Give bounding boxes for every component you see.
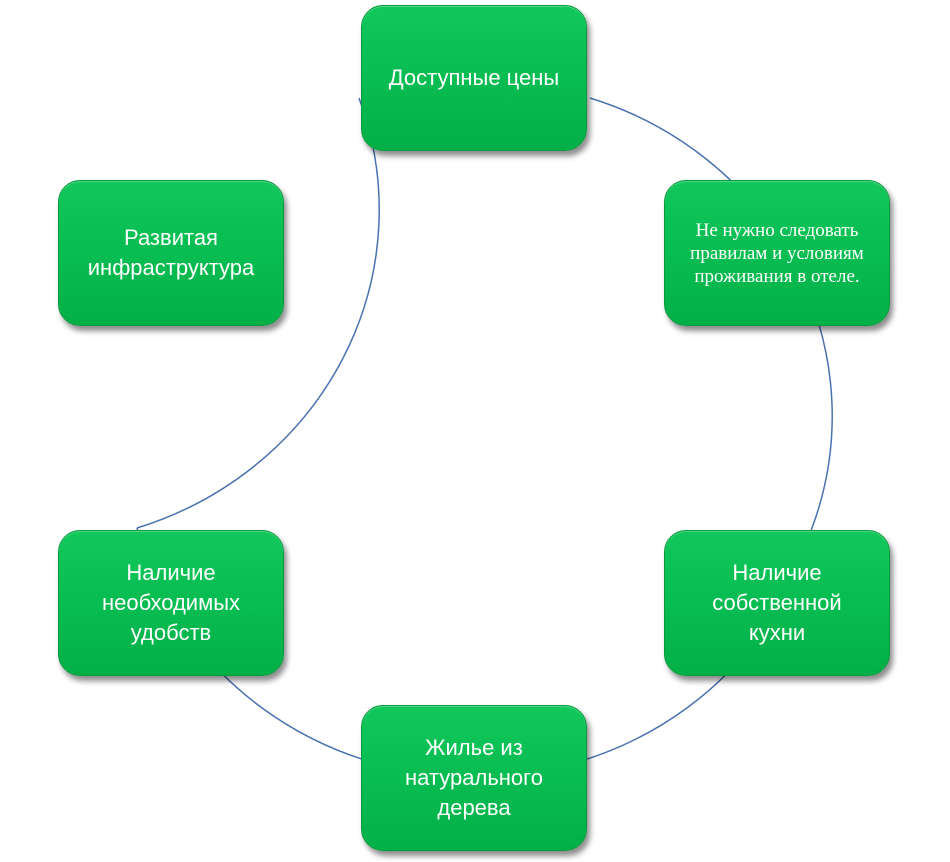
cycle-node-necessary-amenities: Наличие необходимых удобств <box>58 530 284 676</box>
cycle-node-affordable-prices: Доступные цены <box>361 5 587 151</box>
cycle-node-natural-wood-housing: Жилье из натурального дерева <box>361 705 587 851</box>
cycle-node-own-kitchen: Наличие собственной кухни <box>664 530 890 676</box>
cycle-node-developed-infrastructure: Развитая инфраструктура <box>58 180 284 326</box>
cycle-node-no-hotel-rules: Не нужно следовать правилам и условиям п… <box>664 180 890 326</box>
